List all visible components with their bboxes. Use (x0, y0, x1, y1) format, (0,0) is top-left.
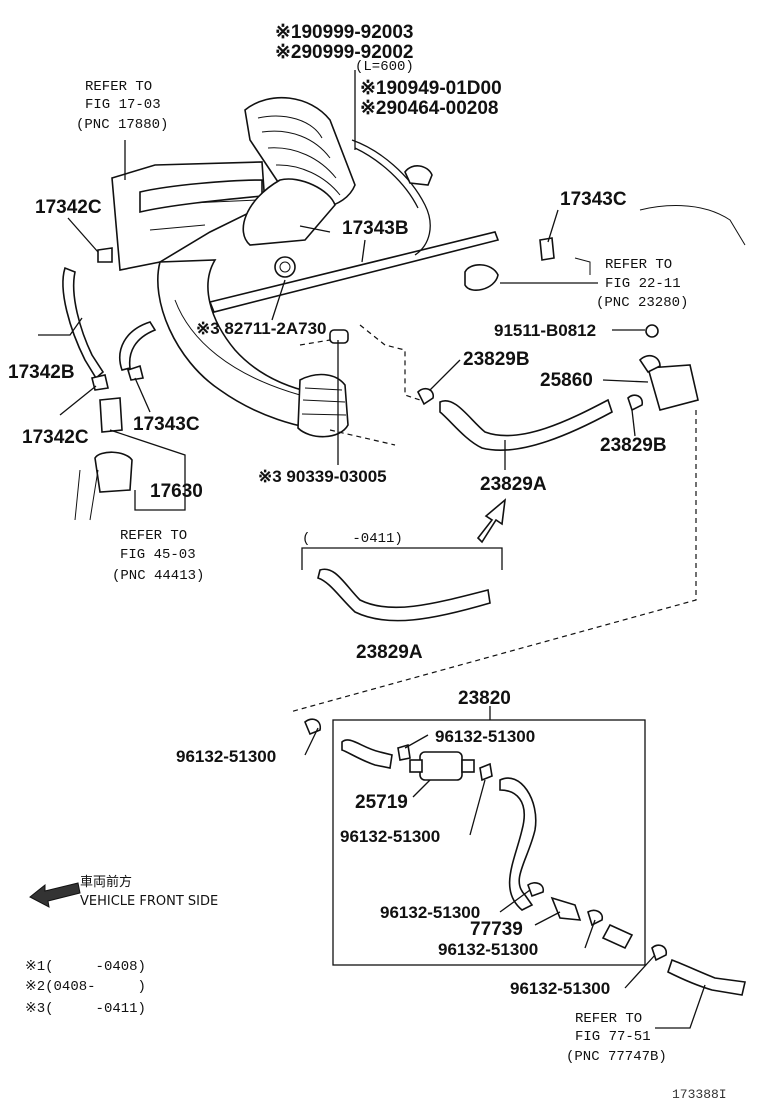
label-90339-03005: ※3 90339-03005 (258, 467, 387, 486)
hose-23829a-alt (317, 568, 491, 622)
label-23829a-a: 23829A (480, 474, 547, 495)
label-90999-92002: ※290999-92002 (275, 42, 413, 63)
air-intake-assembly-drawing (62, 96, 746, 521)
label-96132-e: 96132-51300 (438, 940, 538, 959)
label-82711-2a730: ※3 82711-2A730 (196, 319, 327, 338)
label-note2: ※2(0408- ) (25, 979, 146, 995)
label-23820: 23820 (458, 688, 511, 709)
label-range-0411: ( -0411) (302, 531, 403, 547)
label-refer-17-c: (PNC 17880) (76, 117, 168, 133)
label-17343b: 17343B (342, 218, 409, 239)
label-front-jp: 車両前方 (80, 874, 132, 890)
label-17342c-bot: 17342C (22, 427, 89, 448)
label-23829b-b: 23829B (600, 435, 667, 456)
label-23829a-b: 23829A (356, 642, 423, 663)
label-refer-22-a: REFER TO (605, 257, 672, 273)
label-refer-17-b: FIG 17-03 (85, 97, 161, 113)
label-note1: ※1( -0408) (25, 959, 146, 975)
label-refer-77-a: REFER TO (575, 1011, 642, 1027)
arrow-indicator (476, 498, 507, 544)
label-23829b-a: 23829B (463, 349, 530, 370)
label-17343c-bot: 17343C (133, 414, 200, 435)
label-17343c-top: 17343C (560, 189, 627, 210)
label-77739: 77739 (470, 919, 523, 940)
label-refer-77-c: (PNC 77747B) (566, 1049, 667, 1065)
label-refer-45-a: REFER TO (120, 528, 187, 544)
label-front-en: VEHICLE FRONT SIDE (80, 894, 218, 909)
label-refer-45-b: FIG 45-03 (120, 547, 196, 563)
label-l600: (L=600) (355, 59, 414, 75)
range-bracket (301, 547, 503, 570)
labels: ※190999-92003 ※290999-92002 (L=600) ※190… (8, 22, 727, 1102)
label-refer-22-b: FIG 22-11 (605, 276, 681, 292)
figure-code: 173388I (672, 1087, 727, 1102)
label-96132-c: 96132-51300 (340, 827, 440, 846)
label-91511-b0812: 91511-B0812 (494, 321, 596, 340)
label-refer-22-c: (PNC 23280) (596, 295, 688, 311)
label-96132-d: 96132-51300 (380, 903, 480, 922)
label-refer-17-a: REFER TO (85, 79, 152, 95)
dashed-connector (289, 410, 697, 713)
label-96132-f: 96132-51300 (510, 979, 610, 998)
label-refer-77-b: FIG 77-51 (575, 1029, 651, 1045)
label-25719: 25719 (355, 792, 408, 813)
label-17630: 17630 (150, 481, 203, 502)
leader-lines (38, 70, 706, 1029)
filter-assembly-parts (304, 718, 746, 996)
label-90464-00208: ※290464-00208 (360, 98, 498, 119)
filter-assembly-box (332, 719, 646, 966)
label-90949-01d00: ※190949-01D00 (360, 78, 502, 99)
label-refer-45-c: (PNC 44413) (112, 568, 204, 584)
label-96132-a: 96132-51300 (176, 747, 276, 766)
label-90999-92003: ※190999-92003 (275, 22, 413, 43)
label-note3: ※3( -0411) (25, 1001, 146, 1017)
label-17342c-top: 17342C (35, 197, 102, 218)
label-96132-b: 96132-51300 (435, 727, 535, 746)
label-17342b: 17342B (8, 362, 75, 383)
label-25860: 25860 (540, 370, 593, 391)
vehicle-front-arrow-icon (29, 882, 81, 908)
